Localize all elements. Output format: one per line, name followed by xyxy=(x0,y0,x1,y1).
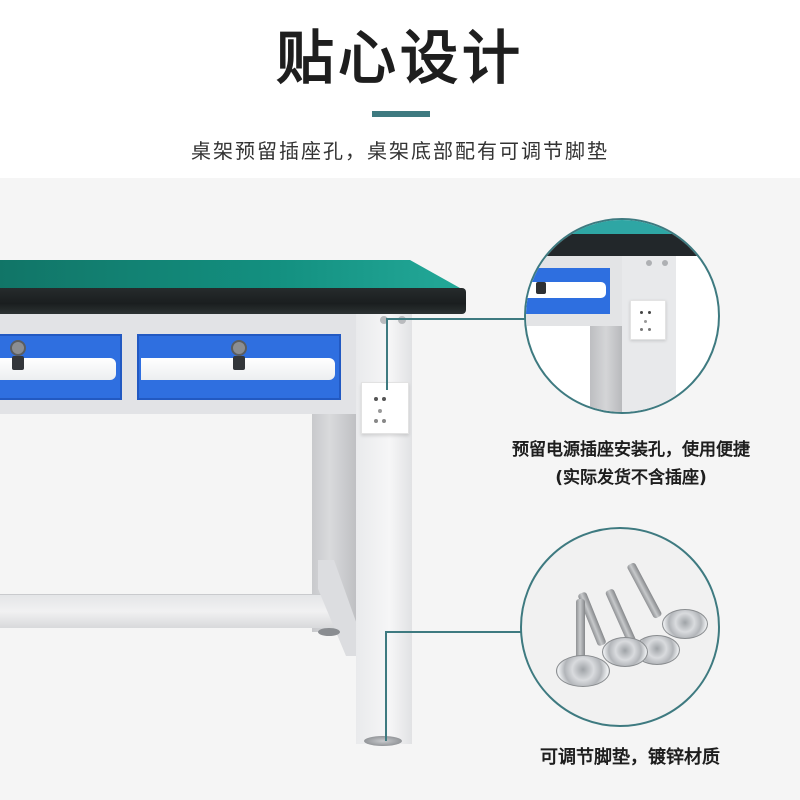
drawer-right xyxy=(137,334,341,400)
front-leg xyxy=(356,314,412,744)
feet-caption: 可调节脚垫，镀锌材质 xyxy=(540,747,720,768)
drawer-closeup xyxy=(526,268,610,314)
socket-caption-note: (实际发货不含插座) xyxy=(555,468,707,488)
power-socket-icon xyxy=(630,300,666,340)
power-socket-icon xyxy=(361,382,409,434)
padlock-icon xyxy=(233,356,245,370)
page-subtitle: 桌架预留插座孔，桌架底部配有可调节脚垫 xyxy=(191,139,609,163)
bolt-icon xyxy=(662,260,668,266)
drawer-handle xyxy=(0,358,116,380)
leveling-foot-icon xyxy=(364,736,402,746)
callout-line-socket-vertical xyxy=(386,318,388,390)
lock-icon xyxy=(10,340,26,356)
leveling-feet-closeup-image xyxy=(520,527,720,727)
header-band: 贴心设计 桌架预留插座孔，桌架底部配有可调节脚垫 xyxy=(0,0,800,178)
padlock-icon xyxy=(12,356,24,370)
back-foot-icon xyxy=(318,628,340,636)
bottom-crossbar xyxy=(0,594,336,628)
callout-line-feet-vertical xyxy=(385,631,387,741)
bolt-icon xyxy=(380,316,388,324)
bolt-icon xyxy=(646,260,652,266)
title-accent-bar xyxy=(372,111,430,117)
callout-line-socket xyxy=(386,318,526,320)
bolt-icon xyxy=(398,316,406,324)
callout-line-feet xyxy=(385,631,522,633)
desk-top-edge xyxy=(0,288,466,314)
desk-top-surface xyxy=(0,260,460,288)
lock-icon xyxy=(231,340,247,356)
padlock-icon xyxy=(536,282,546,294)
page-title: 贴心设计 xyxy=(275,24,524,92)
drawer-left xyxy=(0,334,122,400)
socket-caption: 预留电源插座安装孔，使用便捷 xyxy=(512,440,750,460)
socket-closeup-image xyxy=(524,218,720,414)
